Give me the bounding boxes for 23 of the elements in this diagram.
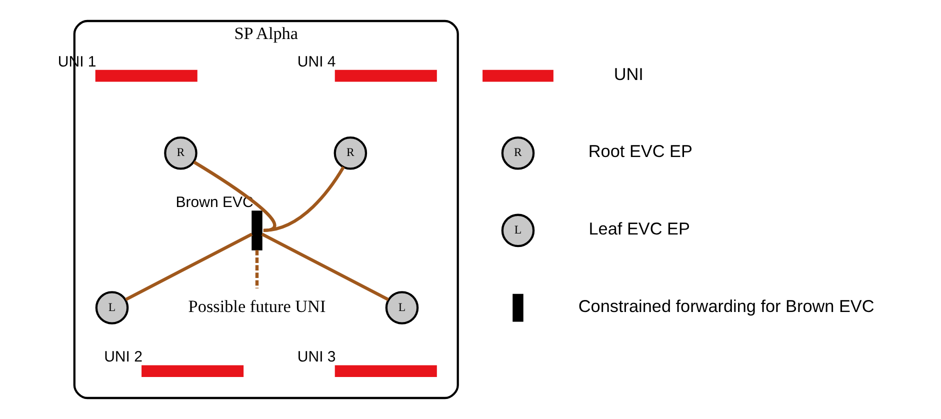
node-label: UNI 2 [104,348,142,366]
node-bar [94,70,197,82]
node-bar [141,365,244,378]
legend-label: Leaf EVC EP [588,218,690,239]
node-bar [251,210,262,250]
connector [260,232,388,301]
node-text: Possible future UNI [188,296,326,316]
connector [124,232,252,301]
legend-label: Constrained forwarding for Brown EVC [578,296,874,316]
node-circle: L [500,214,534,248]
node-bar [334,70,436,82]
node-circle: R [500,136,534,170]
node-circle: L [94,291,128,324]
connector [262,166,344,232]
node-circle: R [164,136,197,170]
legend-label: UNI [613,64,643,84]
node-label: UNI 4 [296,53,336,70]
node-label: UNI 3 [296,348,336,366]
node-circle: R [333,136,367,170]
connector [254,250,258,288]
legend-label: Root EVC EP [588,141,692,162]
node-bar [334,365,436,378]
node-circle: L [384,291,418,324]
